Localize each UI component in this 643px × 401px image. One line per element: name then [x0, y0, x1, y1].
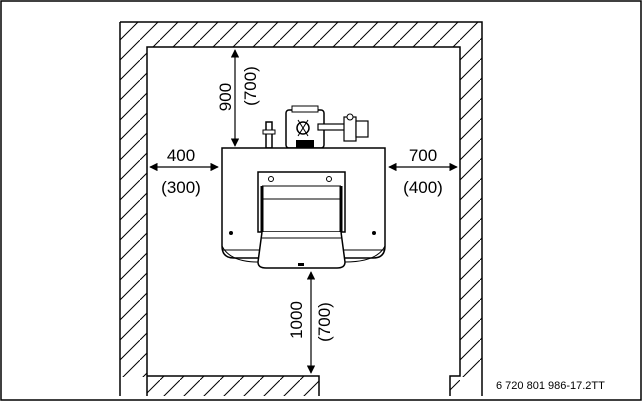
wall-top	[120, 22, 482, 47]
top-clearance-value: 900	[216, 83, 235, 111]
dimension-lines	[149, 49, 458, 374]
figure-code: 6 720 801 986-17.2TT	[496, 380, 605, 392]
wall-right	[460, 47, 482, 377]
left-clearance-value: 400	[167, 146, 195, 165]
bottom-clearance-value: 1000	[287, 301, 306, 339]
bottom-clearance-alt-value: (700)	[315, 302, 334, 342]
right-clearance-alt-value: (400)	[403, 178, 443, 197]
vent-pipe	[265, 121, 273, 149]
top-clearance-alt-value: (700)	[241, 66, 260, 106]
right-clearance-value: 700	[409, 146, 437, 165]
wall-left	[120, 47, 147, 377]
valve-fitting	[343, 116, 357, 142]
control-panel	[257, 231, 346, 269]
wall-enclosure	[119, 21, 483, 396]
left-clearance-alt-value: (300)	[161, 178, 201, 197]
front-cover	[257, 171, 346, 233]
floor-right	[450, 376, 460, 396]
floor-left	[147, 376, 319, 396]
water-heater-appliance	[221, 105, 386, 269]
